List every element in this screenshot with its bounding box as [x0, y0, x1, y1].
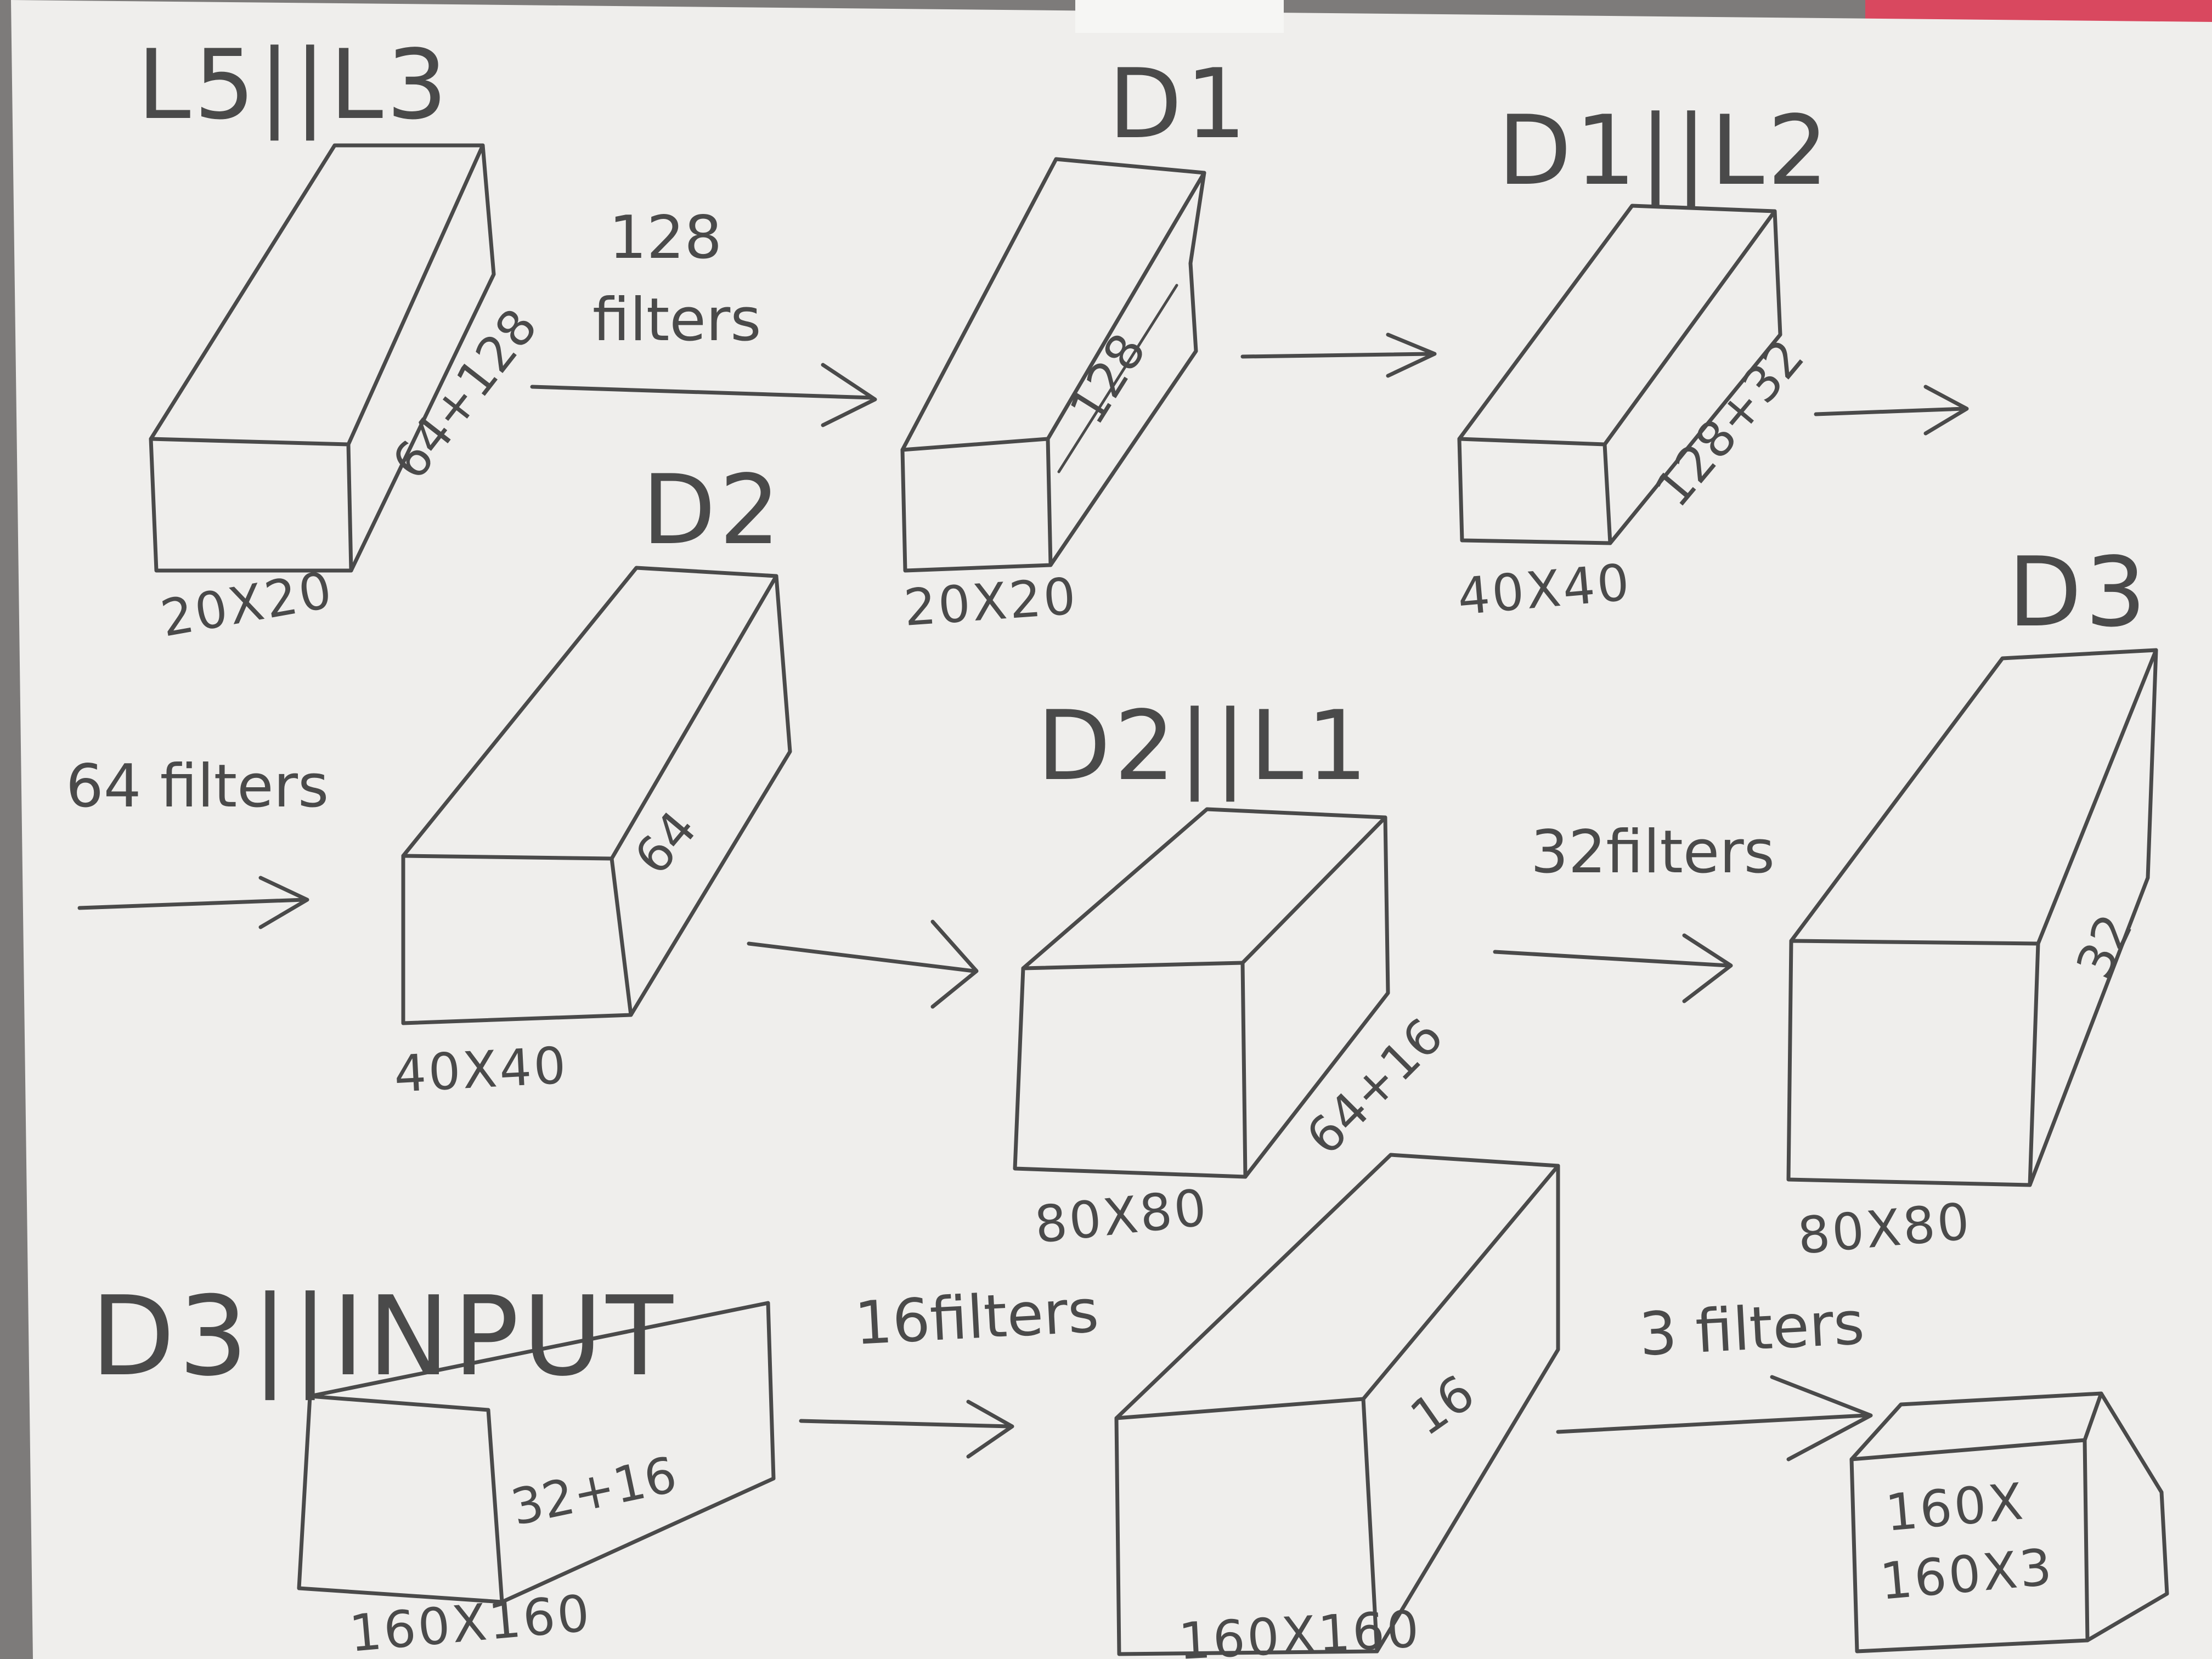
- block-size-label: 20X20: [902, 567, 1080, 637]
- arrow-d1l2-to-d2: [1814, 385, 1969, 436]
- block-title: L5||L3: [137, 30, 451, 141]
- filters-label: 16filters: [853, 1277, 1101, 1358]
- arrow-d1-to-d1l2: [1240, 332, 1437, 378]
- block-title: D2: [642, 455, 783, 566]
- filters-word: filters: [592, 286, 761, 354]
- filters-label: 64 filters: [66, 752, 329, 821]
- block-size-label: 40X40: [393, 1036, 569, 1104]
- transition-l5l3-d1: 128 filters: [530, 204, 877, 427]
- block-title: D1: [1108, 49, 1250, 160]
- transition-d3input-conv16: 16filters: [799, 1277, 1101, 1459]
- filters-count: 128: [609, 204, 722, 272]
- transition-conv16-output: 3 filters: [1556, 1289, 1873, 1462]
- block-title: D3: [2008, 537, 2149, 648]
- arrow-head: [821, 363, 877, 427]
- arrow: [1556, 1375, 1873, 1462]
- output-size-line1: 160X: [1883, 1472, 2028, 1543]
- block-title: D1||L2: [1498, 95, 1832, 207]
- arrow: [77, 876, 309, 929]
- tape: [1075, 0, 1284, 33]
- arrow: [799, 1400, 1014, 1459]
- arrow-shaft: [530, 385, 874, 400]
- filters-label: 32filters: [1531, 818, 1775, 887]
- paper-sheet: [11, 0, 2212, 1659]
- block-d3-input: D3||INPUT 160X160 32+16: [91, 1273, 776, 1659]
- filters-label: 3 filters: [1638, 1289, 1866, 1369]
- depth-arrow: [1057, 284, 1178, 473]
- arrow: [1493, 933, 1733, 1003]
- block-conv16: 160X160 16: [1114, 1153, 1560, 1659]
- transition-d1l2-d2: 64 filters: [66, 752, 329, 929]
- transition-d2l1-d3: 32filters: [1493, 818, 1775, 1003]
- block-title: D3||INPUT: [91, 1273, 676, 1401]
- arrow-d2-to-d2l1: [747, 919, 979, 1009]
- block-title: D2||L1: [1037, 691, 1371, 802]
